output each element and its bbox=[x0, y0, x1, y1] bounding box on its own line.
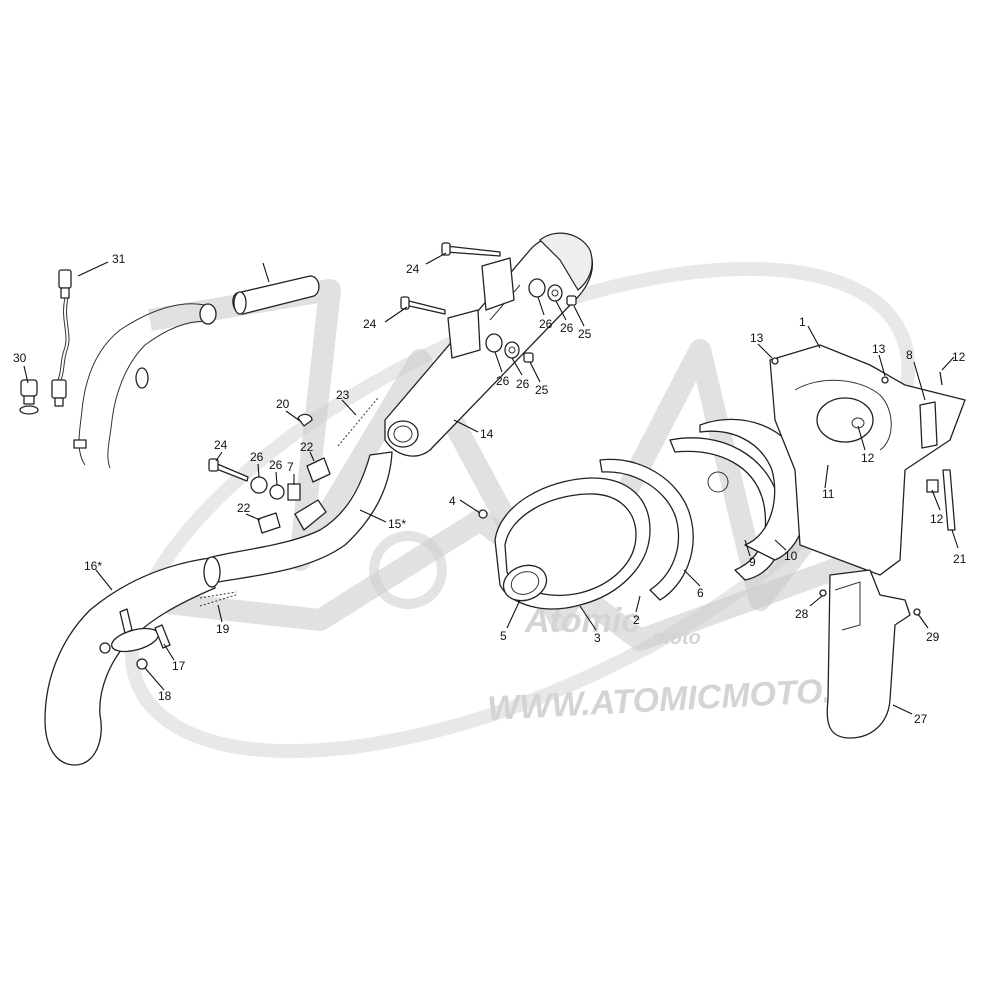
flange-hardware bbox=[99, 608, 171, 670]
callout-24: 24 bbox=[406, 262, 420, 276]
callout-24: 24 bbox=[214, 438, 228, 452]
callout-3: 3 bbox=[594, 631, 601, 645]
plug bbox=[19, 379, 39, 415]
air-box bbox=[769, 344, 966, 576]
header-pipe bbox=[44, 556, 237, 766]
watermark-url: WWW.ATOMICMOTO.FR bbox=[486, 670, 878, 728]
callout-12: 7 bbox=[287, 460, 294, 474]
callout-5: 5 bbox=[500, 629, 507, 643]
callout-7: 9 bbox=[749, 555, 756, 569]
callout-11: 12 bbox=[952, 350, 966, 364]
callout-2: 2 bbox=[633, 613, 640, 627]
air-filter bbox=[699, 418, 809, 561]
callout-13: 13 bbox=[872, 342, 886, 356]
callout-14: 14 bbox=[480, 427, 494, 441]
callout-4: 4 bbox=[449, 494, 456, 508]
callout-20: 20 bbox=[276, 397, 290, 411]
callout-28: 29 bbox=[926, 630, 940, 644]
callout-24: 24 bbox=[363, 317, 377, 331]
callout-26: 26 bbox=[250, 450, 264, 464]
callout-12: 8 bbox=[906, 348, 913, 362]
callout-22: 22 bbox=[300, 440, 314, 454]
callout-6: 6 bbox=[697, 586, 704, 600]
air-box-cover bbox=[478, 437, 784, 610]
grommets-and-nuts bbox=[250, 278, 577, 501]
right-hardware bbox=[926, 469, 956, 531]
air-duct bbox=[819, 569, 921, 739]
callout-26: 26 bbox=[539, 317, 553, 331]
callout-10: 12 bbox=[861, 451, 875, 465]
callout-22: 22 bbox=[237, 501, 251, 515]
callout-25: 25 bbox=[535, 383, 549, 397]
callout-13: 13 bbox=[750, 331, 764, 345]
callout-27: 27 bbox=[914, 712, 928, 726]
callout-8: 10 bbox=[784, 549, 798, 563]
callout-16: 16* bbox=[84, 559, 102, 573]
callout-1: 1 bbox=[799, 315, 806, 329]
callout-23: 23 bbox=[336, 388, 350, 402]
watermark-sub: moto bbox=[652, 627, 701, 649]
callout-29: 30 bbox=[13, 351, 27, 365]
callout-28: 28 bbox=[795, 607, 809, 621]
callout-18: 18 bbox=[158, 689, 172, 703]
callout-21: 21 bbox=[953, 552, 967, 566]
callout-26: 26 bbox=[269, 458, 283, 472]
callout-26: 26 bbox=[496, 374, 510, 388]
mid-pipe bbox=[211, 451, 393, 583]
heat-sleeve bbox=[232, 275, 320, 315]
leader-lines bbox=[23, 252, 959, 715]
callout-9: 11 bbox=[822, 487, 835, 501]
callout-12: 12 bbox=[930, 512, 944, 526]
callout-30: 31 bbox=[112, 252, 126, 266]
callout-15: 15* bbox=[388, 517, 406, 531]
callout-labels: 31 30 24 24 14 26 26 25 26 26 25 23 20 2… bbox=[13, 252, 967, 726]
lambda-sensor bbox=[51, 269, 72, 407]
callout-25: 25 bbox=[578, 327, 592, 341]
callout-19: 19 bbox=[216, 622, 230, 636]
callout-26: 26 bbox=[516, 377, 530, 391]
callout-26: 26 bbox=[560, 321, 574, 335]
header-ghost-outline bbox=[73, 303, 217, 469]
callout-17: 17 bbox=[172, 659, 186, 673]
small-hardware bbox=[257, 397, 379, 534]
bolts bbox=[208, 242, 501, 482]
